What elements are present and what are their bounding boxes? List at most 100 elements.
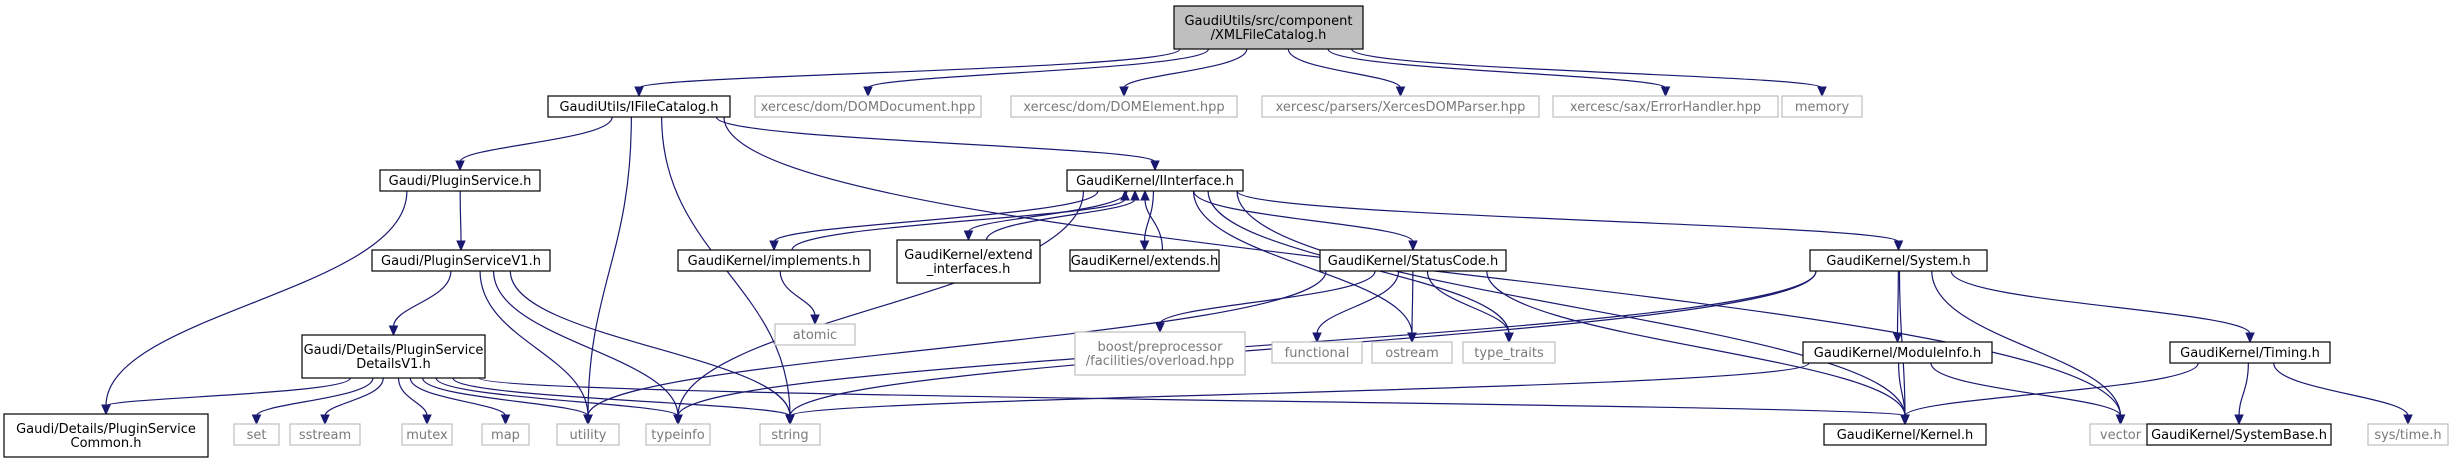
- node-box: [481, 423, 530, 446]
- node-label: xercesc/dom/DOMElement.hpp: [1023, 100, 1224, 115]
- node-memory: memory: [1781, 95, 1863, 118]
- node-extends[interactable]: GaudiKernel/extends.h: [1069, 249, 1220, 272]
- node-functional: functional: [1271, 341, 1363, 364]
- node-label: GaudiKernel/Timing.h: [2180, 346, 2320, 361]
- node-label: Common.h: [71, 436, 142, 451]
- edge-root-to-xparser: [1287, 48, 1406, 98]
- node-label: xercesc/sax/ErrorHandler.hpp: [1570, 100, 1761, 115]
- edge-timing-to-systime: [2273, 362, 2413, 426]
- edge-statuscode-to-boostpp: [1155, 270, 1376, 334]
- node-system[interactable]: GaudiKernel/System.h: [1809, 249, 1988, 272]
- node-label: _interfaces.h: [926, 262, 1011, 277]
- node-box: [754, 95, 982, 118]
- node-label: set: [247, 428, 267, 443]
- node-string: string: [759, 423, 821, 446]
- node-statuscode[interactable]: GaudiKernel/StatusCode.h: [1319, 249, 1507, 272]
- node-label: GaudiKernel/StatusCode.h: [1328, 254, 1498, 269]
- node-label: type_traits: [1474, 346, 1544, 361]
- edge-root-to-domdoc: [863, 48, 1210, 98]
- node-box: [1823, 423, 1987, 446]
- node-box: [1271, 341, 1363, 364]
- edge-detailsv1-to-mutex: [397, 377, 432, 426]
- node-box: [233, 423, 280, 446]
- edge-root-to-memory: [1350, 48, 1827, 98]
- node-box: [379, 169, 541, 192]
- node-moduleinfo[interactable]: GaudiKernel/ModuleInfo.h: [1802, 341, 1993, 364]
- edge-iinterface-to-extendif: [963, 190, 1128, 242]
- node-box: [1371, 341, 1453, 364]
- node-label: string: [771, 428, 808, 443]
- node-label: map: [491, 428, 520, 443]
- node-box: [301, 334, 486, 379]
- edge-detailsv1-to-common: [101, 377, 351, 416]
- node-label: Gaudi/PluginService.h: [389, 174, 532, 189]
- node-ostream: ostream: [1371, 341, 1453, 364]
- node-label: ostream: [1385, 346, 1439, 361]
- node-label: /XMLFileCatalog.h: [1211, 28, 1327, 43]
- edge-ifilecat-to-plugsvc: [455, 116, 613, 172]
- node-atomic: atomic: [774, 323, 856, 346]
- edge-statuscode-to-functional: [1312, 270, 1400, 344]
- node-box: [2169, 341, 2331, 364]
- node-box: [371, 249, 551, 272]
- node-label: mutex: [406, 428, 448, 443]
- node-label: GaudiKernel/System.h: [1826, 254, 1970, 269]
- node-plugsvc[interactable]: Gaudi/PluginService.h: [379, 169, 541, 192]
- node-box: [547, 95, 731, 118]
- edge-ifilecat-to-utility: [583, 116, 632, 426]
- node-typeinfo: typeinfo: [645, 423, 711, 446]
- node-box: [1261, 95, 1540, 118]
- edge-statuscode-to-ostream: [1407, 270, 1417, 344]
- node-xparser: xercesc/parsers/XercesDOMParser.hpp: [1261, 95, 1540, 118]
- node-label: xercesc/dom/DOMDocument.hpp: [761, 100, 976, 115]
- node-map: map: [481, 423, 530, 446]
- node-systime: sys/time.h: [2367, 423, 2449, 446]
- node-domel: xercesc/dom/DOMElement.hpp: [1010, 95, 1238, 118]
- edge-system-to-moduleinfo: [1892, 270, 1903, 344]
- node-iinterface[interactable]: GaudiKernel/IInterface.h: [1066, 169, 1244, 192]
- node-label: GaudiUtils/src/component: [1184, 14, 1352, 29]
- node-extendif[interactable]: GaudiKernel/extend_interfaces.h: [896, 239, 1041, 284]
- node-utility: utility: [556, 423, 620, 446]
- node-label: sys/time.h: [2374, 428, 2441, 443]
- edge-timing-to-sysbase: [2234, 362, 2249, 426]
- edge-plugsvcv1-to-detailsv1: [388, 270, 452, 337]
- node-box: [677, 249, 871, 272]
- node-box: [1069, 249, 1220, 272]
- node-sysbase[interactable]: GaudiKernel/SystemBase.h: [2146, 423, 2332, 446]
- node-box: [1802, 341, 1993, 364]
- node-box: [1010, 95, 1238, 118]
- node-box: [1173, 5, 1364, 50]
- node-label: atomic: [793, 328, 837, 343]
- node-implements[interactable]: GaudiKernel/implements.h: [677, 249, 871, 272]
- node-errh: xercesc/sax/ErrorHandler.hpp: [1552, 95, 1779, 118]
- edge-system-to-timing: [1950, 270, 2255, 344]
- node-set: set: [233, 423, 280, 446]
- edge-statuscode-to-typetraits: [1426, 270, 1514, 344]
- edge-extendif-to-iinterface: [985, 189, 1140, 241]
- node-label: xercesc/parsers/XercesDOMParser.hpp: [1276, 100, 1526, 115]
- edge-detailsv1-to-sstream: [320, 377, 384, 426]
- edge-plugsvc-to-plugsvcv1: [456, 190, 466, 252]
- node-label: Gaudi/Details/PluginService: [16, 422, 196, 437]
- node-label: boost/preprocessor: [1098, 340, 1224, 355]
- edge-iinterface-to-statuscode: [1193, 190, 1418, 252]
- node-kernel[interactable]: GaudiKernel/Kernel.h: [1823, 423, 1987, 446]
- node-ifilecat[interactable]: GaudiUtils/IFileCatalog.h: [547, 95, 731, 118]
- edge-iinterface-to-system: [1236, 190, 1904, 252]
- edge-implements-to-iinterface: [791, 189, 1130, 251]
- node-label: Gaudi/Details/PluginService: [304, 343, 484, 358]
- node-root[interactable]: GaudiUtils/src/component/XMLFileCatalog.…: [1173, 5, 1364, 50]
- edge-system-to-typeinfo: [673, 270, 1817, 426]
- node-typetraits: type_traits: [1462, 341, 1556, 364]
- node-timing[interactable]: GaudiKernel/Timing.h: [2169, 341, 2331, 364]
- node-label: GaudiKernel/extend: [904, 248, 1032, 263]
- node-plugsvcv1[interactable]: Gaudi/PluginServiceV1.h: [371, 249, 551, 272]
- edge-plugsvcv1-to-string: [509, 270, 795, 426]
- node-vector: vector: [2089, 423, 2152, 446]
- node-box: [556, 423, 620, 446]
- node-label: typeinfo: [651, 428, 704, 443]
